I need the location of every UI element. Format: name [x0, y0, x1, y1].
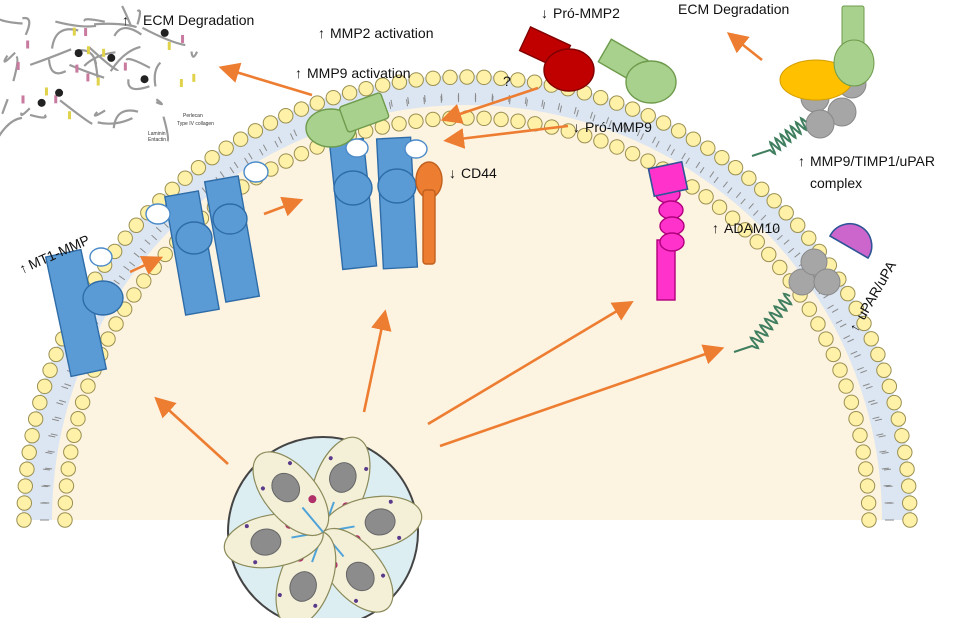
ecm-degradation-right-label: ECM Degradation	[678, 1, 789, 17]
svg-text:↑: ↑	[712, 220, 719, 236]
ecm-degradation-left-label: ECM Degradation	[143, 12, 254, 28]
arrow-nucleus-cd44	[362, 309, 392, 413]
svg-text:↑: ↑	[122, 12, 129, 28]
mmp9-timp1-upar-complex	[751, 5, 875, 157]
svg-text:↓: ↓	[541, 5, 548, 21]
tumor-cell-cluster	[223, 436, 423, 618]
complex-label-line1: MMP9/TIMP1/uPAR	[810, 153, 935, 169]
mmp-activation-complex	[305, 92, 443, 271]
arrow-nucleus-mt1	[154, 396, 229, 465]
entactin-label: Entactin	[148, 137, 166, 143]
adam10-label: ADAM10	[724, 220, 780, 236]
arrow-pro-mmp2	[440, 86, 539, 124]
svg-text:↓: ↓	[573, 119, 580, 135]
upar-upa	[733, 223, 873, 353]
laminin-label: Laminin	[148, 131, 166, 137]
arrow-mt1-step2	[263, 196, 304, 217]
arrows	[129, 32, 763, 465]
svg-text:↓: ↓	[449, 165, 456, 181]
complex-label-line2: complex	[810, 175, 862, 191]
ecm-network-inset: Perlecan Type IV collagen Laminin Entact…	[0, 5, 214, 150]
arrow-nucleus-upar	[439, 344, 725, 448]
svg-text:↑: ↑	[798, 153, 805, 169]
arrow-pro-mmp9	[443, 124, 569, 149]
svg-text:↑: ↑	[295, 65, 302, 81]
pro-mmp2-label: Pró-MMP2	[553, 5, 620, 21]
cd44-receptor	[415, 161, 443, 265]
mmp9-activation-label: MMP9 activation	[307, 65, 410, 81]
cd44-label: CD44	[461, 165, 497, 181]
pro-mmp2	[518, 25, 595, 92]
mmp9-green-bound	[305, 92, 390, 148]
adam10	[647, 160, 689, 301]
pro-mmp9	[597, 38, 677, 104]
pro-mmp9-label: Pró-MMP9	[585, 119, 652, 135]
arrow-mt1-step1	[129, 256, 164, 275]
upar-upa-label: uPAR/uPA	[853, 258, 900, 323]
question-mark: ?	[503, 73, 511, 89]
type-iv-collagen-label: Type IV collagen	[177, 121, 214, 127]
lipid-bilayer	[16, 69, 918, 528]
mt1-mmp-stage-1	[44, 247, 124, 378]
perlecan-label: Perlecan	[183, 113, 203, 119]
mt1-mmp-stage-2	[145, 161, 269, 316]
arrow-nucleus-adam10	[427, 300, 634, 426]
arrow-to-ecm-right	[726, 32, 763, 62]
svg-text:↑: ↑	[318, 25, 325, 41]
arrow-to-ecm-left	[218, 62, 313, 97]
mmp2-activation-label: MMP2 activation	[330, 25, 433, 41]
cell	[0, 69, 965, 618]
